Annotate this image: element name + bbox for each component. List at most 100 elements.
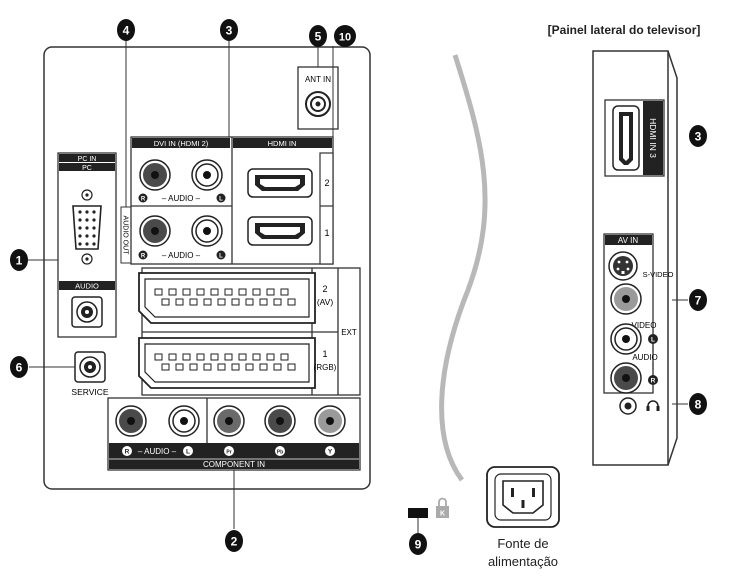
audio-out-r-jack <box>139 215 171 247</box>
vga-pin <box>92 218 96 222</box>
scart-rgb-number: 1 <box>322 349 327 359</box>
hdmi-in-title: HDMI IN <box>268 139 297 148</box>
headphone-jack <box>619 397 637 415</box>
scart-rgb-sub: (RGB) <box>314 363 337 372</box>
vga-pin <box>78 210 82 214</box>
svg-text:3: 3 <box>226 24 233 38</box>
dvi-audio-r-jack <box>139 159 171 191</box>
power-label-line2: alimentação <box>488 554 558 569</box>
audio-out-r-badge: R <box>141 254 146 260</box>
vga-pin <box>78 242 82 246</box>
scart-pin <box>175 298 184 306</box>
scart-pin <box>231 363 240 371</box>
av-in-block: AV IN S-VIDEO VIDEO L AUDIO R <box>603 233 674 394</box>
component-y-badge: Y <box>328 449 333 456</box>
svg-text:10: 10 <box>339 32 351 44</box>
scart-pin <box>182 353 191 361</box>
hdmi-2-port <box>247 168 313 198</box>
svg-text:2: 2 <box>231 535 238 549</box>
audio-out-l-jack <box>191 215 223 247</box>
callout-10: 10 <box>334 25 356 47</box>
scart-pin <box>224 353 233 361</box>
scart-pin <box>224 288 233 296</box>
audio-out-label: AUDIO OUT <box>122 216 129 256</box>
av-in-title: AV IN <box>618 236 639 245</box>
side-audio-r-badge: R <box>651 378 656 385</box>
kensington-lock-icon: K <box>436 497 449 518</box>
scart-pin <box>273 298 282 306</box>
vga-pin <box>78 218 82 222</box>
vga-pin <box>92 226 96 230</box>
vga-pins <box>78 210 96 246</box>
scart-pin <box>196 288 205 296</box>
ext-label: EXT <box>341 328 357 337</box>
vga-pin <box>85 234 89 238</box>
pc-label: PC <box>82 165 92 172</box>
dvi-audio-l-jack <box>191 159 223 191</box>
component-r-badge: R <box>125 449 130 456</box>
callout-4: 4 <box>117 19 135 41</box>
svg-text:1: 1 <box>16 254 23 268</box>
dvi-in-title: DVI IN (HDMI 2) <box>154 139 209 148</box>
scart-pin <box>161 298 170 306</box>
scart-pin <box>238 353 247 361</box>
hdmi-1-port <box>247 216 313 246</box>
scart-pin <box>168 288 177 296</box>
scart-pin <box>175 363 184 371</box>
scart-pin <box>245 298 254 306</box>
svg-text:K: K <box>440 511 445 518</box>
svg-text:7: 7 <box>695 294 702 308</box>
scart-block: 2 (AV) 1 (RGB) EXT <box>138 267 361 396</box>
component-in-block: R – AUDIO – L Pr Pb Y COMPONENT IN <box>107 397 361 471</box>
svg-text:9: 9 <box>415 538 422 552</box>
scart-pin <box>273 363 282 371</box>
vga-pin <box>92 234 96 238</box>
scart-rgb-port <box>138 337 316 389</box>
s-video-port <box>608 251 638 281</box>
svg-text:5: 5 <box>315 30 322 44</box>
dvi-audio-label: – AUDIO – <box>162 194 201 203</box>
component-audio-l-jack <box>168 405 200 437</box>
scart-pin <box>238 288 247 296</box>
scart-pin <box>217 363 226 371</box>
vga-pin <box>92 242 96 246</box>
scart-pin <box>210 353 219 361</box>
vga-pin <box>85 210 89 214</box>
service-label: SERVICE <box>71 387 108 397</box>
component-l-badge: L <box>186 449 190 456</box>
callout-6: 6 <box>10 356 28 378</box>
callout-7: 7 <box>689 289 707 311</box>
callout-lines <box>28 40 688 533</box>
scart-pin <box>154 288 163 296</box>
component-y-jack <box>314 405 346 437</box>
scart-pin <box>210 288 219 296</box>
scart-pin <box>189 363 198 371</box>
scart-pin <box>245 363 254 371</box>
vga-pin <box>92 210 96 214</box>
hdmi-3-connector: HDMI IN 3 <box>604 99 665 177</box>
component-pb-badge: Pb <box>277 450 283 456</box>
svg-text:4: 4 <box>123 24 130 38</box>
headphone-icon <box>646 400 660 411</box>
scart-pin <box>259 363 268 371</box>
callouts: 1 2 3 4 5 10 6 9 3 7 8 <box>10 19 707 555</box>
scart-pin <box>196 353 205 361</box>
pc-audio-label: AUDIO <box>75 282 99 291</box>
scart-av-port <box>138 272 316 324</box>
component-pb-jack <box>264 405 296 437</box>
vga-pin <box>85 226 89 230</box>
component-audio-label: – AUDIO – <box>138 447 177 456</box>
side-audio-l-jack <box>610 323 642 355</box>
svg-text:8: 8 <box>695 398 702 412</box>
s-video-label: S-VIDEO <box>643 270 674 279</box>
svg-text:3: 3 <box>695 130 702 144</box>
side-audio-label: AUDIO <box>632 353 657 362</box>
dvi-audio-r-badge: R <box>141 197 146 203</box>
scart-av-sub: (AV) <box>317 297 334 307</box>
scart-av-number: 2 <box>322 284 327 294</box>
scart-pin <box>203 363 212 371</box>
scart-pin <box>252 353 261 361</box>
callout-5: 5 <box>309 25 327 47</box>
